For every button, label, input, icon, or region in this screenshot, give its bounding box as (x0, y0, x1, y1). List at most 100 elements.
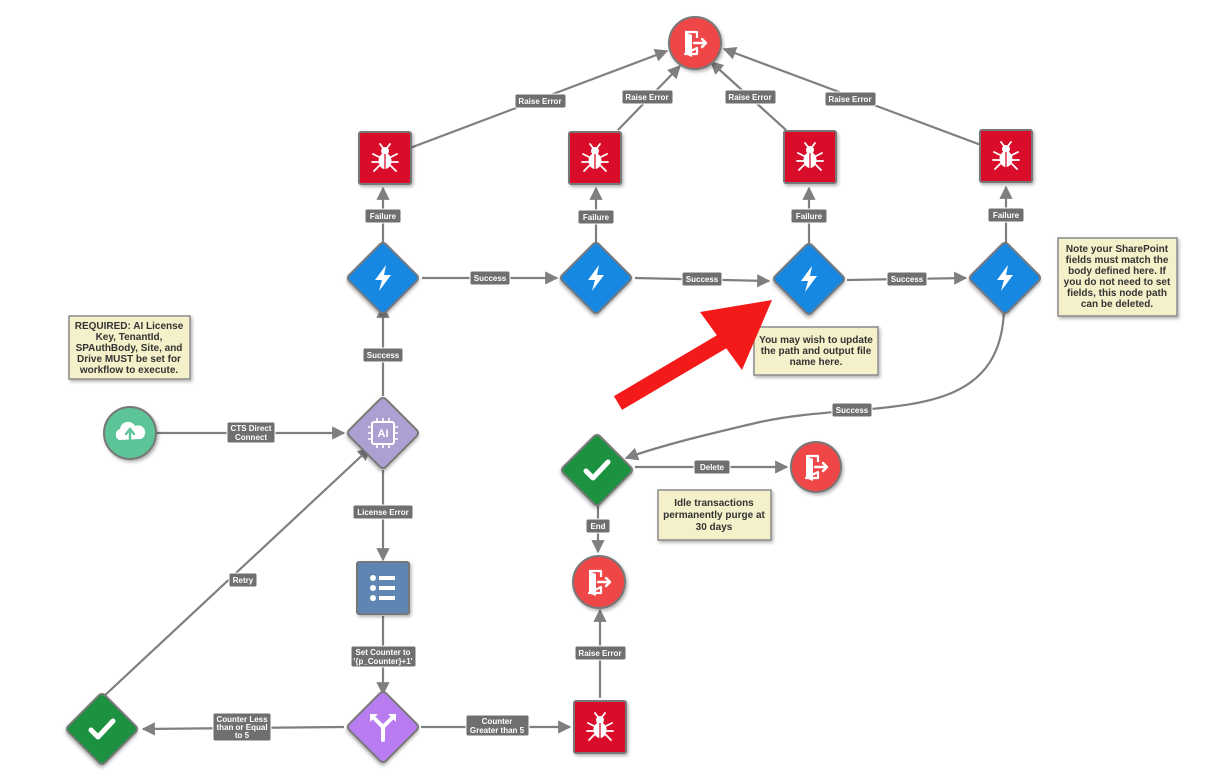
note-sharepoint[interactable]: Note your SharePoint fields must match t… (1057, 237, 1178, 317)
error-node-2[interactable] (568, 131, 622, 185)
note-sharepoint-line4: you do not need to set (1064, 277, 1171, 288)
note-required-line5: workflow to execute. (79, 365, 179, 376)
label-failure-4[interactable]: Failure (987, 207, 1025, 223)
label-raise-error-4[interactable]: Raise Error (824, 91, 877, 107)
note-required-line1: REQUIRED: AI License (75, 321, 184, 332)
label-cts-line1: CTS Direct (231, 424, 272, 433)
label-raise-error-2-text: Raise Error (625, 93, 668, 102)
note-sharepoint-line6: can be deleted. (1081, 299, 1153, 310)
error-node-4[interactable] (979, 129, 1033, 183)
label-counter-greater[interactable]: Counter Greater than 5 (465, 714, 530, 737)
label-success-2-text: Success (686, 275, 719, 284)
edge-labels: CTS Direct Connect License Error Set Cou… (212, 89, 1025, 742)
event-node-1[interactable] (346, 241, 420, 315)
label-retry[interactable]: Retry (228, 572, 258, 588)
edges (101, 46, 1013, 736)
cloud-upload-icon (115, 421, 146, 445)
note-update-path-line1: You may wish to update (759, 335, 873, 346)
retry-check-node[interactable] (65, 692, 139, 766)
note-sharepoint-line5: fields, this node path (1067, 288, 1167, 299)
note-idle-line2: permanently purge at (663, 510, 765, 521)
label-counter-le-line1: Counter Less (216, 715, 268, 724)
label-raise-error-3[interactable]: Raise Error (724, 89, 777, 105)
note-sharepoint-line1: Note your SharePoint (1066, 244, 1169, 255)
error-node-1[interactable] (358, 131, 412, 185)
red-annotation-arrow (613, 300, 772, 410)
event-node-2[interactable] (559, 241, 633, 315)
counter-branch-node[interactable] (346, 690, 420, 764)
label-counter-le-line2: than or Equal (216, 723, 267, 732)
ai-chip-text: AI (378, 428, 389, 440)
note-required-line3: SPAuthBody, Site, and (76, 343, 183, 354)
label-delete-text: Delete (700, 463, 725, 472)
event-node-4[interactable] (968, 241, 1042, 315)
list-icon (370, 575, 395, 601)
note-required-line2: Key, TenantId, (96, 332, 163, 343)
label-counter-gt-line2: Greater than 5 (470, 726, 525, 735)
error-node-3[interactable] (783, 130, 837, 184)
label-counter-gt-line1: Counter (482, 717, 513, 726)
end-node-top[interactable] (668, 16, 722, 70)
end-node-main[interactable] (572, 555, 626, 609)
label-raise-error-1[interactable]: Raise Error (514, 93, 567, 109)
note-sharepoint-line3: body defined here. If (1068, 266, 1166, 277)
label-end-text: End (590, 522, 605, 531)
label-raise-error-bottom-text: Raise Error (578, 649, 621, 658)
label-failure-1-text: Failure (370, 212, 397, 221)
ai-chip-icon: AI (368, 418, 398, 448)
note-update-path[interactable]: You may wish to update the path and outp… (753, 326, 879, 376)
label-retry-text: Retry (233, 576, 254, 585)
label-cts-direct-connect[interactable]: CTS Direct Connect (226, 421, 276, 444)
label-success-ai-text: Success (367, 351, 400, 360)
label-success-1[interactable]: Success (469, 270, 511, 286)
ai-node[interactable]: AI (346, 396, 420, 470)
note-idle-line1: Idle transactions (674, 498, 754, 509)
end-node-delete[interactable] (790, 441, 842, 493)
label-raise-error-bottom[interactable]: Raise Error (574, 645, 627, 661)
note-update-path-line2: the path and output file (761, 346, 872, 357)
label-cts-line2: Connect (235, 433, 267, 442)
label-failure-3[interactable]: Failure (790, 208, 828, 224)
label-failure-3-text: Failure (796, 212, 823, 221)
note-required[interactable]: REQUIRED: AI License Key, TenantId, SPAu… (68, 315, 191, 380)
note-required-line4: Drive MUST be set for (77, 354, 181, 365)
label-success-1-text: Success (474, 274, 507, 283)
label-success-ai[interactable]: Success (362, 347, 404, 363)
note-update-path-line3: name here. (790, 357, 843, 368)
label-failure-1[interactable]: Failure (364, 208, 402, 224)
label-end[interactable]: End (585, 518, 611, 534)
start-node[interactable] (103, 406, 157, 460)
label-success-4-text: Success (836, 406, 869, 415)
complete-node[interactable] (560, 433, 634, 507)
label-raise-error-1-text: Raise Error (518, 97, 561, 106)
label-set-counter-line2: '{p_Counter}+1' (353, 657, 412, 666)
label-failure-2[interactable]: Failure (577, 209, 615, 225)
label-set-counter-line1: Set Counter to (355, 648, 410, 657)
edge-event4-to-complete[interactable] (624, 309, 1006, 461)
limit-error-node[interactable] (573, 700, 627, 754)
branch-merge-icon (370, 714, 396, 742)
label-raise-error-3-text: Raise Error (728, 93, 771, 102)
label-success-4[interactable]: Success (831, 402, 873, 418)
label-failure-2-text: Failure (583, 213, 610, 222)
label-failure-4-text: Failure (993, 211, 1020, 220)
note-sharepoint-line2: fields must match the (1066, 255, 1169, 266)
note-idle-line3: 30 days (696, 522, 733, 533)
label-raise-error-2[interactable]: Raise Error (621, 89, 674, 105)
label-counter-less-equal[interactable]: Counter Less than or Equal to 5 (212, 712, 272, 742)
note-idle-purge[interactable]: Idle transactions permanently purge at 3… (657, 489, 772, 541)
label-license-error-text: License Error (357, 508, 409, 517)
label-license-error[interactable]: License Error (352, 504, 414, 520)
label-raise-error-4-text: Raise Error (828, 95, 871, 104)
label-delete[interactable]: Delete (693, 459, 731, 475)
nodes: AI (65, 16, 1042, 766)
label-success-3[interactable]: Success (886, 271, 928, 287)
set-counter-node[interactable] (356, 561, 410, 615)
notes: REQUIRED: AI License Key, TenantId, SPAu… (68, 237, 1178, 541)
event-node-3[interactable] (772, 242, 846, 316)
label-success-2[interactable]: Success (681, 271, 723, 287)
label-counter-le-line3: to 5 (235, 731, 250, 740)
label-set-counter[interactable]: Set Counter to '{p_Counter}+1' (350, 645, 417, 668)
label-success-3-text: Success (891, 275, 924, 284)
